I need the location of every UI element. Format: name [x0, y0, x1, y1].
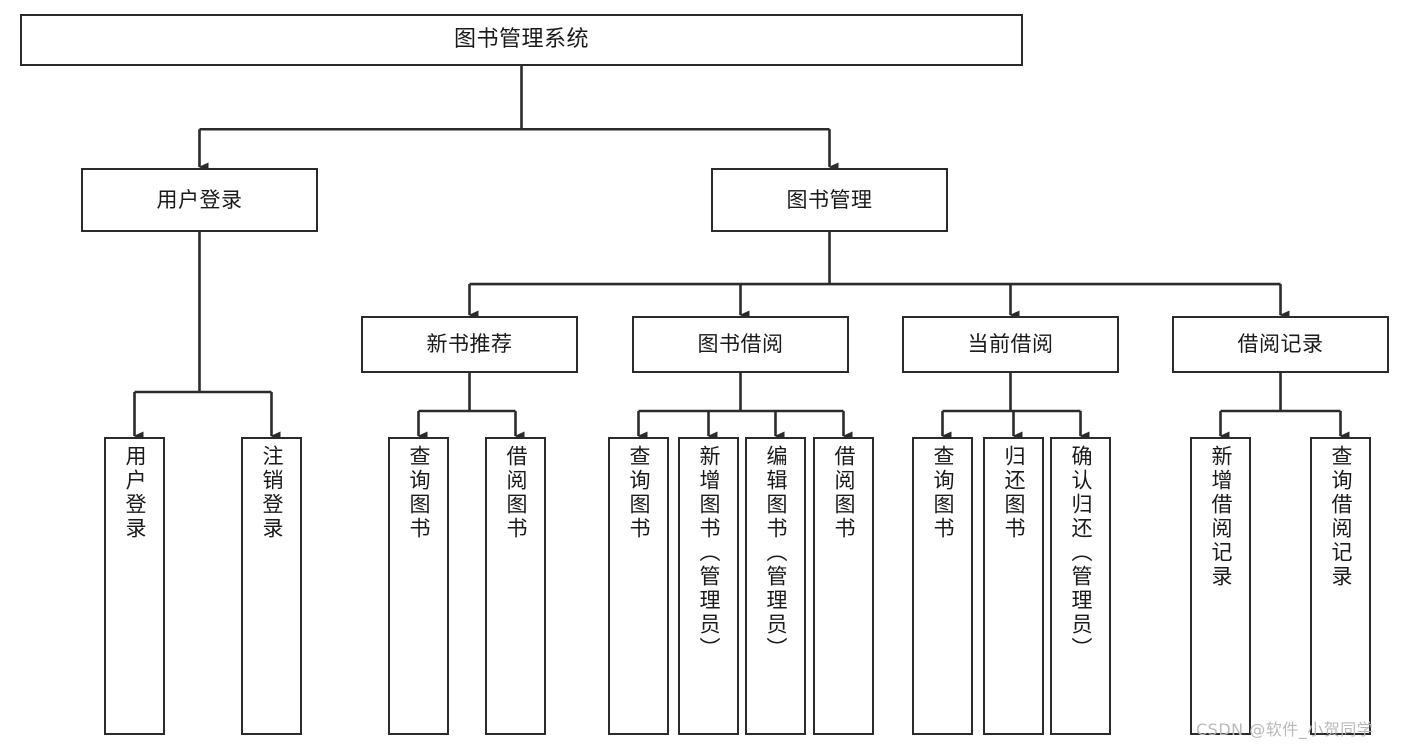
node-label: 新增借阅记录: [1209, 445, 1233, 589]
leaf-return-book[interactable]: 归还图书: [983, 437, 1044, 735]
node-label: 图书管理系统: [453, 27, 589, 53]
node-label: 编辑图书（管理员）: [764, 445, 788, 661]
node-label: 图书管理: [786, 187, 873, 212]
node-label: 新书推荐: [426, 332, 513, 357]
node-label: 当前借阅: [967, 332, 1054, 357]
leaf-borrow-book[interactable]: 借阅图书: [813, 437, 874, 735]
leaf-query-book-current[interactable]: 查询图书: [912, 437, 973, 735]
csdn-watermark: CSDN @软件_小贺同学: [1196, 720, 1374, 739]
node-root-system[interactable]: 图书管理系统: [20, 14, 1023, 66]
leaf-add-book-admin[interactable]: 新增图书（管理员）: [678, 437, 739, 735]
leaf-borrow-book-recommend[interactable]: 借阅图书: [485, 437, 546, 735]
leaf-edit-book-admin[interactable]: 编辑图书（管理员）: [745, 437, 806, 735]
node-label: 归还图书: [1002, 445, 1026, 541]
node-label: 查询图书: [931, 445, 955, 541]
node-label: 用户登录: [156, 187, 243, 212]
leaf-logout-login[interactable]: 注销登录: [241, 437, 302, 735]
node-label: 新增图书（管理员）: [697, 445, 721, 661]
node-label: 用户登录: [123, 445, 147, 541]
leaf-query-book-borrow[interactable]: 查询图书: [608, 437, 669, 735]
node-label: 借阅图书: [504, 445, 528, 541]
node-user-login[interactable]: 用户登录: [81, 168, 318, 232]
node-label: 图书借阅: [697, 332, 784, 357]
node-new-book-recommend[interactable]: 新书推荐: [361, 316, 578, 373]
node-label: 查询图书: [407, 445, 431, 541]
node-label: 查询借阅记录: [1329, 445, 1353, 589]
leaf-query-borrow-record[interactable]: 查询借阅记录: [1310, 437, 1371, 735]
node-label: 借阅图书: [832, 445, 856, 541]
node-label: 查询图书: [627, 445, 651, 541]
node-book-management[interactable]: 图书管理: [711, 168, 948, 232]
node-label: 注销登录: [260, 445, 284, 541]
node-book-borrow[interactable]: 图书借阅: [632, 316, 849, 373]
leaf-confirm-return-admin[interactable]: 确认归还（管理员）: [1050, 437, 1111, 735]
node-current-borrow[interactable]: 当前借阅: [902, 316, 1119, 373]
leaf-user-login[interactable]: 用户登录: [104, 437, 165, 735]
node-label: 借阅记录: [1237, 332, 1324, 357]
leaf-add-borrow-record[interactable]: 新增借阅记录: [1190, 437, 1251, 735]
node-label: 确认归还（管理员）: [1069, 445, 1093, 661]
node-borrow-record[interactable]: 借阅记录: [1172, 316, 1389, 373]
leaf-query-book-recommend[interactable]: 查询图书: [388, 437, 449, 735]
